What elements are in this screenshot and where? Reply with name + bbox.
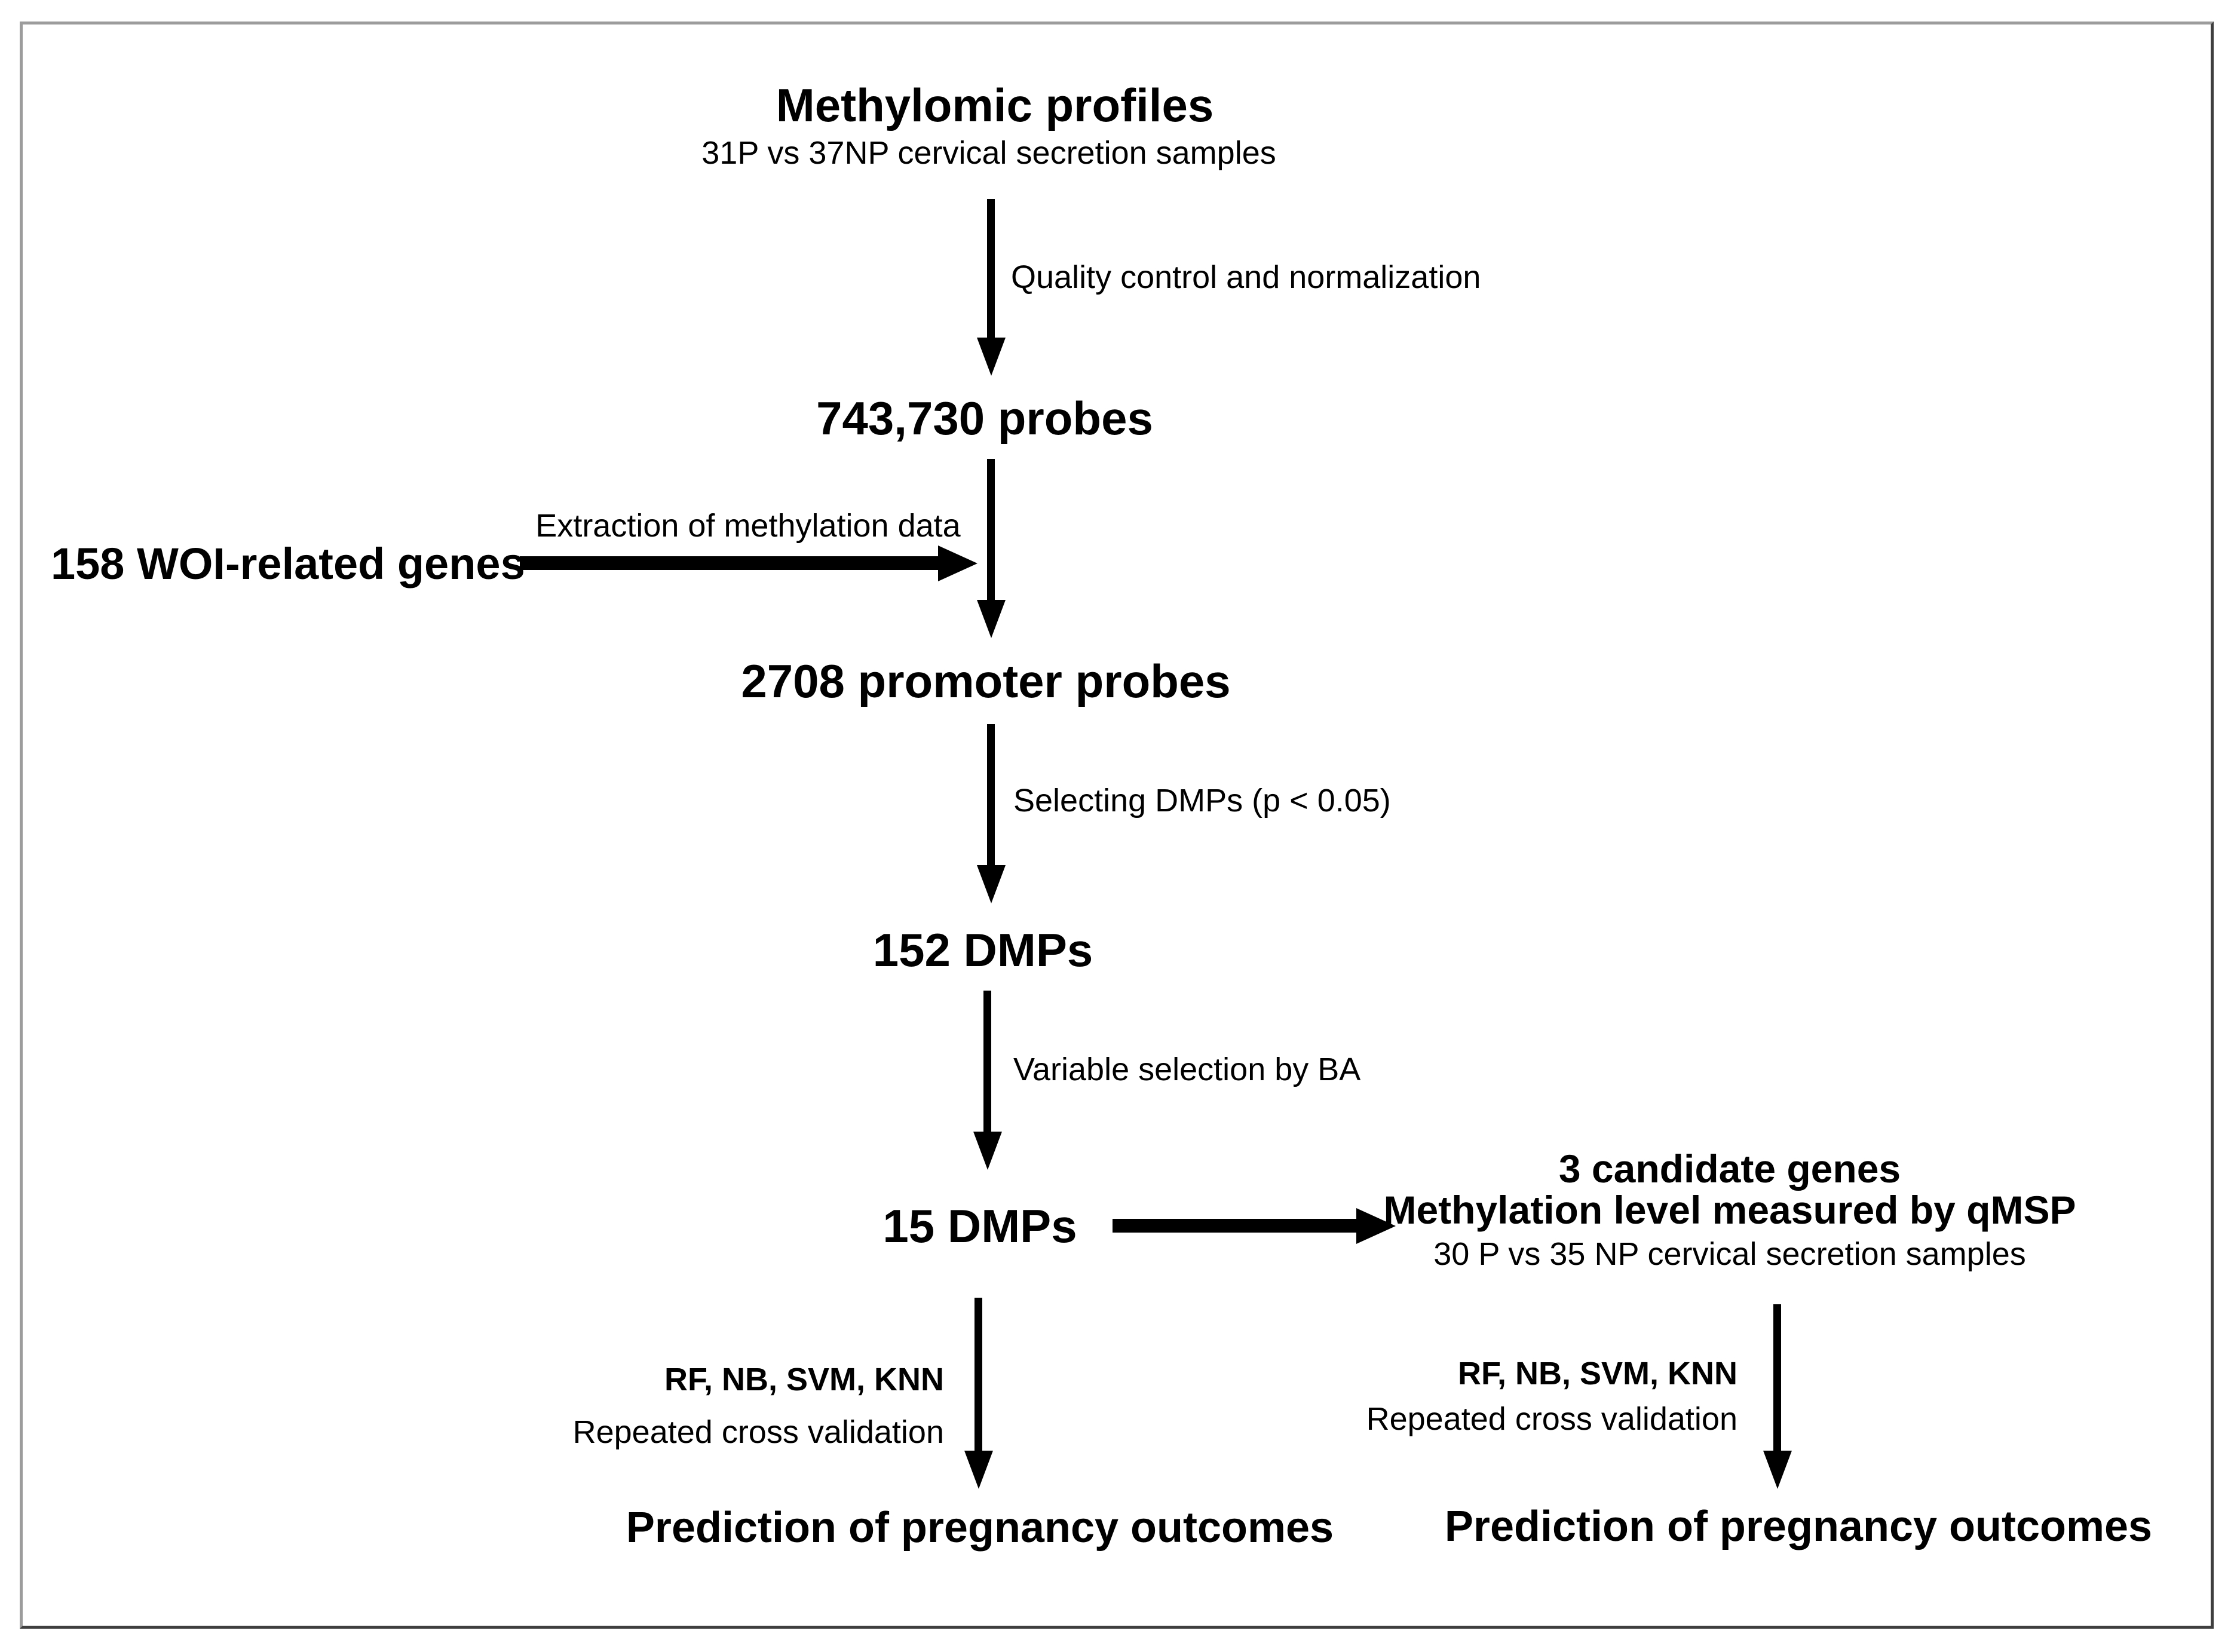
edge-label-quality-control: Quality control and normalization xyxy=(1011,259,1481,295)
down-arrow-prediction-left xyxy=(964,1298,993,1489)
node-152-dmps: 152 DMPs xyxy=(872,924,1093,976)
edge-label-models-right: RF, NB, SVM, KNN xyxy=(1457,1356,1737,1392)
node-prediction-outcomes-right: Prediction of pregnancy outcomes xyxy=(1444,1503,2153,1550)
down-arrowhead-icon xyxy=(1763,1451,1792,1489)
down-arrow-selecting-dmps xyxy=(976,724,1006,903)
node-candidate-genes: 3 candidate genes Methylation level meas… xyxy=(1384,1148,2076,1271)
node-methylomic-profiles-subtitle: 31P vs 37NP cervical secretion samples xyxy=(701,135,1276,171)
node-methylomic-profiles: Methylomic profiles xyxy=(776,79,1214,131)
node-2708-promoter-probes: 2708 promoter probes xyxy=(741,655,1231,707)
figure-border xyxy=(20,22,2214,1629)
node-743730-probes: 743,730 probes xyxy=(816,392,1153,445)
down-arrowhead-icon xyxy=(976,338,1006,376)
right-arrow-extraction xyxy=(520,545,977,581)
node-15-dmps: 15 DMPs xyxy=(882,1200,1077,1252)
down-arrow-quality-control xyxy=(976,199,1006,376)
down-arrowhead-icon xyxy=(976,600,1006,638)
down-arrowhead-icon xyxy=(976,865,1006,903)
right-arrowhead-icon xyxy=(938,545,977,581)
node-woi-related-genes: 158 WOI-related genes xyxy=(51,539,525,589)
candidate-genes-title: 3 candidate genes xyxy=(1558,1147,1901,1191)
down-arrow-prediction-right xyxy=(1763,1304,1792,1489)
candidate-genes-subtitle: 30 P vs 35 NP cervical secretion samples xyxy=(1433,1236,2026,1272)
edge-label-cross-validation-right: Repeated cross validation xyxy=(1366,1401,1737,1437)
edge-label-extraction: Extraction of methylation data xyxy=(535,508,961,544)
down-arrow-extraction xyxy=(976,459,1006,638)
down-arrowhead-icon xyxy=(964,1451,993,1489)
edge-label-variable-selection: Variable selection by BA xyxy=(1013,1052,1361,1087)
right-arrowhead-icon xyxy=(1356,1207,1396,1244)
right-arrow-to-candidate-genes xyxy=(1113,1207,1396,1244)
edge-label-cross-validation-left: Repeated cross validation xyxy=(572,1414,944,1450)
candidate-genes-title2: Methylation level measured by qMSP xyxy=(1383,1188,2076,1233)
down-arrowhead-icon xyxy=(973,1132,1002,1170)
down-arrow-variable-selection xyxy=(973,991,1002,1170)
node-prediction-outcomes-left: Prediction of pregnancy outcomes xyxy=(626,1504,1334,1552)
edge-label-models-left: RF, NB, SVM, KNN xyxy=(664,1362,944,1397)
edge-label-selecting-dmps: Selecting DMPs (p < 0.05) xyxy=(1013,783,1391,819)
